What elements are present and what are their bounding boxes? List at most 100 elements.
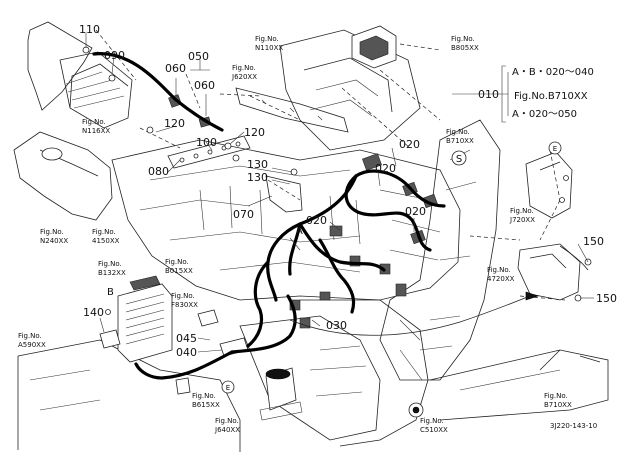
part-045: 045 — [176, 332, 197, 345]
controller-box-face — [125, 293, 165, 345]
legend-bracket — [501, 65, 506, 123]
ref-f830: Fig.No.F830XX — [171, 292, 198, 309]
switch-unit-detail — [359, 35, 389, 61]
callout-e-upper: E — [548, 141, 562, 155]
ref-j720: Fig.No.J720XX — [509, 207, 535, 224]
step-bracket — [517, 243, 581, 301]
harness-main — [354, 169, 446, 208]
ref-j620: Fig.No.J620XX — [231, 64, 257, 81]
legend-line-1: A・B・020～040 — [512, 67, 594, 78]
center-frame — [111, 139, 461, 301]
ref-b615: Fig.No.B615XX — [192, 392, 220, 409]
part-020-top: 020 — [399, 138, 420, 151]
drawing-code: 3J220-143-10 — [550, 422, 597, 430]
wiring-harness — [92, 52, 446, 380]
part-140: 140 — [83, 306, 104, 319]
part-130-lower: 130 — [247, 171, 268, 184]
lower-casing — [239, 315, 381, 441]
callout-b: B — [107, 287, 114, 298]
harness-main-4 — [298, 222, 386, 272]
part-050: 050 — [188, 50, 209, 63]
engine-block — [379, 119, 501, 381]
legend-line-2: Fig.No.B710XX — [514, 91, 588, 102]
harness-extension — [289, 295, 531, 336]
battery-box — [59, 51, 133, 129]
part-numbers: 110 090 060 050 060 120 120 100 080 130 … — [79, 23, 617, 359]
callout-e-lower-label: E — [226, 384, 230, 392]
frame-ribs — [199, 185, 361, 245]
lower-casing-2 — [300, 299, 429, 447]
bracket-hole — [41, 147, 63, 161]
part-120-right: 120 — [244, 126, 265, 139]
floor-plate-right — [429, 349, 609, 421]
connector-045 — [197, 309, 219, 327]
leader-lines — [85, 32, 594, 353]
bracket-bolt — [563, 175, 569, 181]
floor-plate-lines — [29, 369, 561, 411]
harness-to-controller — [134, 350, 234, 380]
cover-panel — [27, 21, 93, 111]
part-020-left: 020 — [306, 214, 327, 227]
ref-n240: Fig.No.N240XX — [40, 228, 68, 245]
part-070: 070 — [233, 208, 254, 221]
ref-n110: Fig.No.N110XX — [255, 35, 283, 52]
part-120-left: 120 — [164, 117, 185, 130]
ref-a590: Fig.No.A590XX — [18, 332, 46, 349]
harness-connectors — [168, 94, 438, 329]
harness-main-5 — [246, 260, 270, 348]
callout-e-lower: E — [221, 380, 235, 394]
sensor-b615 — [175, 377, 191, 395]
part-030: 030 — [326, 319, 347, 332]
assembly-lines — [95, 29, 566, 301]
fuel-pump-top — [265, 368, 291, 380]
rail-bracket-holes — [261, 99, 323, 121]
part-020-mid: 020 — [375, 162, 396, 175]
part-090: 090 — [104, 49, 125, 62]
casing-ribs — [309, 319, 423, 397]
bracket-bolt-2 — [559, 197, 565, 203]
callout-s: S — [451, 150, 467, 166]
ref-b132: Fig.No.B132XX — [98, 260, 126, 277]
part-080: 080 — [148, 165, 169, 178]
fuel-pump-base — [259, 401, 303, 421]
harness-lower — [230, 294, 297, 354]
ref-b015: Fig.No.B015XX — [165, 258, 193, 275]
floor-plate — [17, 339, 241, 452]
controller-connector — [129, 275, 161, 291]
part-150-upper: 150 — [583, 235, 604, 248]
harness-branch-b — [318, 238, 356, 314]
part-020-right: 020 — [405, 205, 426, 218]
harness-090 — [92, 52, 224, 132]
relay-140 — [99, 329, 121, 349]
ref-c510: Fig.No.C510XX — [420, 417, 448, 434]
callout-a: A — [296, 226, 303, 237]
part-060-upper: 060 — [165, 62, 186, 75]
ref-4150: Fig.No.4150XX — [92, 228, 120, 245]
ref-j640: Fig.No.J640XX — [214, 417, 240, 434]
bolts — [82, 46, 592, 315]
part-110: 110 — [79, 23, 100, 36]
callout-s-label: S — [456, 154, 462, 165]
ref-b805: Fig.No.B805XX — [451, 35, 479, 52]
part-100: 100 — [196, 136, 217, 149]
harness-main-2 — [344, 174, 432, 252]
legend-line-3: A・020～050 — [512, 109, 577, 120]
frame-bracket — [13, 131, 113, 221]
harness-arrow — [525, 291, 539, 301]
cover-stripes — [65, 71, 125, 109]
legend-block: A・B・020～040 Fig.No.B710XX A・020～050 — [501, 65, 594, 123]
figure-references: Fig.No.N116XX Fig.No.N240XX Fig.No.4150X… — [18, 35, 572, 434]
part-060-lower: 060 — [194, 79, 215, 92]
part-040: 040 — [176, 346, 197, 359]
relay-bracket — [265, 175, 303, 213]
rail-bracket — [235, 87, 349, 133]
ref-n116: Fig.No.N116XX — [82, 118, 110, 135]
part-130-upper: 130 — [247, 158, 268, 171]
harness-extension-2 — [559, 245, 589, 271]
ref-b710-bottom: Fig.No.B710XX — [544, 392, 572, 409]
sensor-c510-core — [412, 406, 420, 414]
part-150-lower: 150 — [596, 292, 617, 305]
part-010: 010 — [478, 88, 499, 101]
seat-panel-details — [309, 79, 379, 117]
